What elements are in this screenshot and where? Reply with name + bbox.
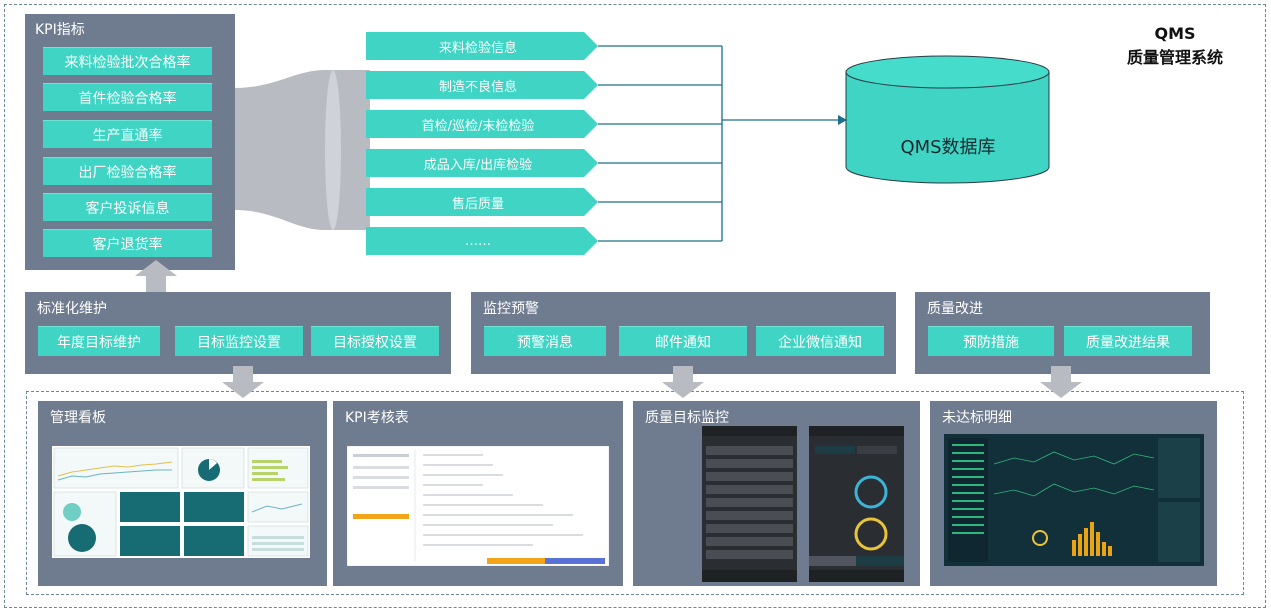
flow-connectors [598,45,847,242]
quality-target-monitor-title: 质量目标监控 [645,410,729,426]
standard-maintenance-panel: 标准化维护 年度目标维护 目标监控设置 目标授权设置 [25,292,451,374]
quality-improvement-title: 质量改进 [927,301,983,317]
kpi-assessment-card[interactable]: KPI考核表 [333,401,623,586]
wecom-notification-button[interactable]: 企业微信通知 [756,326,884,356]
kpi-item-first-article-pass-rate[interactable]: 首件检验合格率 [43,83,212,111]
title-line-2: 质量管理系统 [1126,48,1223,67]
output-boundary [26,391,1244,595]
flow-item-patrol-inspection: 首检/巡检/末检检验 [366,110,598,138]
flow-item-manufacturing-defects: 制造不良信息 [366,71,598,99]
title-line-1: QMS [1154,24,1196,43]
quality-improvement-panel: 质量改进 预防措施 质量改进结果 [915,292,1210,374]
analysis-screen-thumbnail [944,434,1204,566]
substandard-detail-title: 未达标明细 [942,410,1012,426]
arrow-up-icon [135,260,177,296]
email-notification-button[interactable]: 邮件通知 [619,326,747,356]
system-boundary [4,4,1266,608]
database-label: QMS数据库 [900,137,996,158]
annual-target-maintenance-button[interactable]: 年度目标维护 [38,326,160,356]
preventive-measures-button[interactable]: 预防措施 [928,326,1054,356]
monitor-alert-panel: 监控预警 预警消息 邮件通知 企业微信通知 [471,292,896,374]
mobile-gauge-thumbnail [809,426,904,582]
management-board-title: 管理看板 [50,410,106,426]
substandard-detail-card[interactable]: 未达标明细 [930,401,1217,586]
arrow-down-icon [662,366,704,398]
arrow-down-icon [1040,366,1082,398]
kpi-sheet-thumbnail [347,446,609,566]
quality-target-monitor-card[interactable]: 质量目标监控 [633,401,920,586]
kpi-item-first-pass-yield[interactable]: 生产直通率 [43,120,212,148]
alert-message-button[interactable]: 预警消息 [484,326,606,356]
system-title: QMS 质量管理系统 [1110,22,1240,70]
database-cylinder-icon [845,55,1050,184]
kpi-panel: KPI指标 来料检验批次合格率 首件检验合格率 生产直通率 出厂检验合格率 客户… [25,14,235,270]
kpi-item-customer-return-rate[interactable]: 客户退货率 [43,229,212,257]
flow-item-incoming-inspection: 来料检验信息 [366,32,598,60]
target-monitor-settings-button[interactable]: 目标监控设置 [175,326,303,356]
standard-maintenance-title: 标准化维护 [37,301,107,317]
flow-item-warehouse-inspection: 成品入库/出库检验 [366,149,598,177]
data-link-band [235,70,370,230]
flow-item-more: …… [366,227,598,255]
dashboard-thumbnail [52,446,310,558]
management-board-card[interactable]: 管理看板 [38,401,327,586]
improvement-results-button[interactable]: 质量改进结果 [1064,326,1192,356]
flow-item-after-sales-quality: 售后质量 [366,188,598,216]
kpi-panel-title: KPI指标 [35,22,85,38]
kpi-item-customer-complaints[interactable]: 客户投诉信息 [43,193,212,221]
target-authorization-settings-button[interactable]: 目标授权设置 [311,326,439,356]
arrow-down-icon [222,366,264,398]
kpi-item-outgoing-pass-rate[interactable]: 出厂检验合格率 [43,157,212,185]
kpi-assessment-title: KPI考核表 [345,410,409,426]
mobile-table-thumbnail [702,426,797,582]
monitor-alert-title: 监控预警 [483,301,539,317]
kpi-item-incoming-pass-rate[interactable]: 来料检验批次合格率 [43,47,212,75]
